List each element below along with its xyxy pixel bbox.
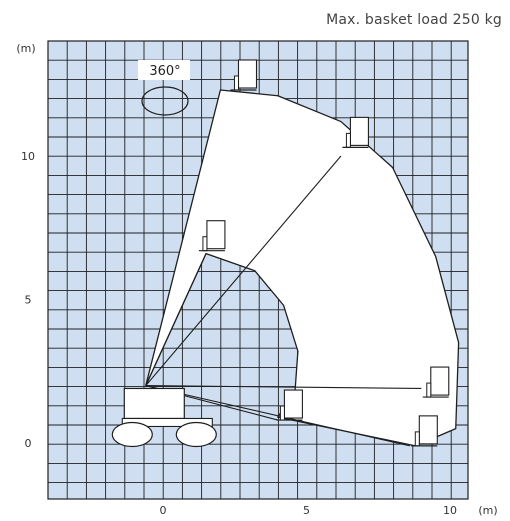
rotation-label: 360°	[149, 64, 180, 79]
vehicle-wheel-rear	[175, 421, 217, 448]
rotation-icon	[141, 86, 189, 116]
basket	[418, 415, 438, 445]
x-tick-label: 5	[303, 504, 310, 517]
basket-arm	[414, 431, 420, 447]
basket-arm	[279, 405, 285, 421]
basket	[206, 220, 226, 250]
basket-arm	[202, 236, 208, 252]
vehicle-base	[121, 417, 213, 428]
y-axis-unit: (m)	[16, 42, 35, 55]
basket	[430, 366, 450, 396]
vehicle-wheel-front	[111, 421, 153, 448]
x-tick-label: 10	[443, 504, 457, 517]
basket	[237, 59, 258, 89]
basket-arm	[233, 75, 239, 91]
boom-line	[145, 385, 410, 447]
x-axis-unit: (m)	[478, 504, 497, 517]
y-tick-label: 5	[25, 294, 32, 307]
y-tick-label: 10	[21, 150, 35, 163]
boom-line	[145, 385, 422, 390]
boom-line	[145, 155, 342, 386]
basket	[283, 389, 303, 419]
basket-arm	[426, 382, 432, 398]
x-tick-label: 0	[160, 504, 167, 517]
basket	[349, 116, 369, 146]
y-tick-label: 0	[25, 437, 32, 450]
rotation-label-bg	[138, 60, 190, 80]
vehicle-chassis	[123, 387, 185, 420]
basket-arm	[345, 132, 351, 148]
page-title: Max. basket load 250 kg	[326, 12, 502, 28]
boom-line	[145, 253, 207, 386]
